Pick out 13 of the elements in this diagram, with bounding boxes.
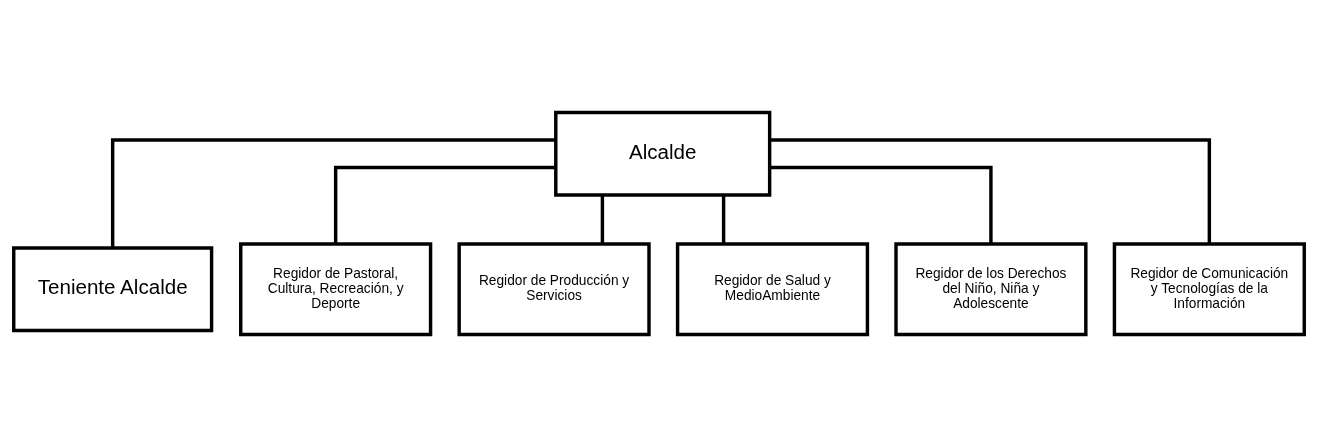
connector: [721, 195, 726, 244]
node-box: Teniente Alcalde: [12, 246, 214, 333]
node-box: Regidor de los Derechos del Niño, Niña y Adolescente: [894, 242, 1088, 337]
node-box: Alcalde: [554, 110, 772, 197]
connector: [769, 138, 1212, 245]
connector: [769, 165, 993, 244]
connector: [600, 195, 605, 244]
connector: [333, 165, 556, 244]
node-box: Regidor de Producción y Servicios: [457, 242, 651, 337]
node-box: Regidor de Pastoral, Cultura, Recreación, y Deporte: [239, 242, 433, 337]
node-box: Regidor de Salud y MedioAmbiente: [675, 242, 870, 337]
connector: [110, 138, 556, 249]
node-box: Regidor de Comunicación y Tecnologías de la Información: [1112, 242, 1306, 337]
